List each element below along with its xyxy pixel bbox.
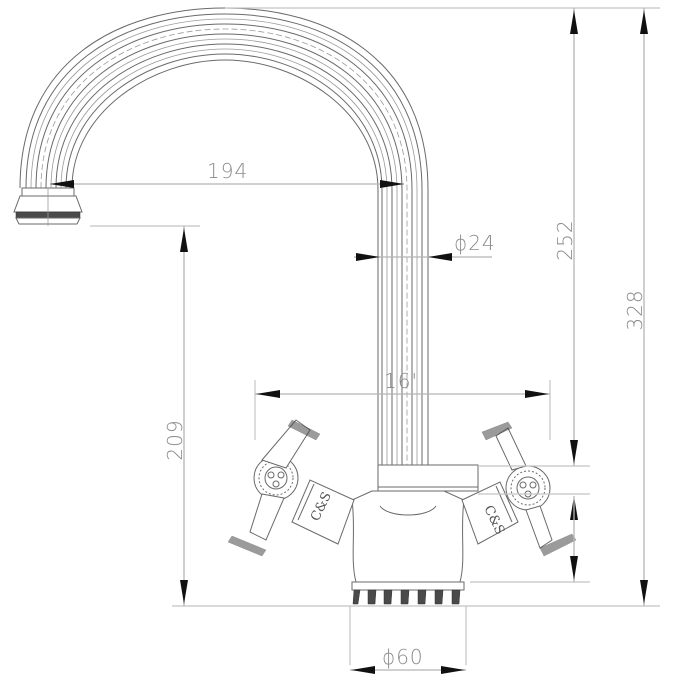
extension-lines: [90, 7, 660, 665]
spout-aerator: [13, 187, 83, 226]
dimension-base-diameter: ϕ60: [350, 645, 466, 674]
spout-diameter-label: ϕ24: [454, 231, 496, 255]
spout: [19, 7, 429, 465]
spout-reach-label: 194: [207, 159, 248, 183]
right-cross-handle: C&S: [461, 421, 577, 557]
left-cross-handle: C&S: [227, 419, 355, 557]
outlet-height-label: 209: [163, 419, 187, 460]
faucet-body: [351, 464, 479, 583]
dimension-outlet-height: 209: [163, 226, 188, 606]
dimension-spout-reach: 194: [50, 159, 404, 188]
dimension-total-height: 328: [623, 8, 648, 606]
dimension-spout-height: 252: [553, 8, 578, 582]
handle-span-label: 16': [384, 369, 418, 393]
dimension-spout-diameter: ϕ24: [354, 231, 496, 261]
base-ring: [351, 581, 465, 605]
total-height-label: 328: [623, 289, 647, 330]
dimension-handle-span: 16': [255, 369, 550, 398]
spout-height-label: 252: [553, 219, 577, 260]
base-diameter-label: ϕ60: [382, 645, 424, 669]
